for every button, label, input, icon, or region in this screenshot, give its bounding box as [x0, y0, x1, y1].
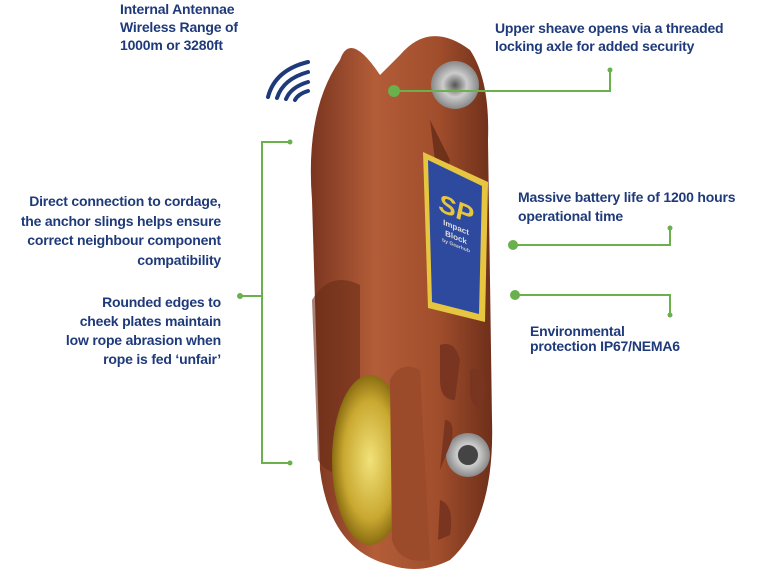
leader-dots [237, 67, 673, 466]
callout-direct-connection: Direct connection to cordage, the anchor… [20, 193, 221, 268]
wireless-signal-icon [266, 60, 310, 102]
callout-rounded-edges: Rounded edges to cheek plates maintain l… [65, 294, 221, 367]
callout-antenna: Internal Antennae Wireless Range of 1000… [120, 1, 238, 53]
lower-sheave [332, 375, 408, 545]
upper-axle [431, 61, 479, 109]
callout-environmental: Environmental protection IP67/NEMA6 [530, 323, 680, 354]
leader-lines [240, 70, 671, 464]
callout-battery: Massive battery life of 1200 hours opera… [518, 189, 736, 224]
callout-upper-sheave: Upper sheave opens via a threaded lockin… [495, 20, 724, 54]
pulley-block-image [310, 36, 493, 569]
